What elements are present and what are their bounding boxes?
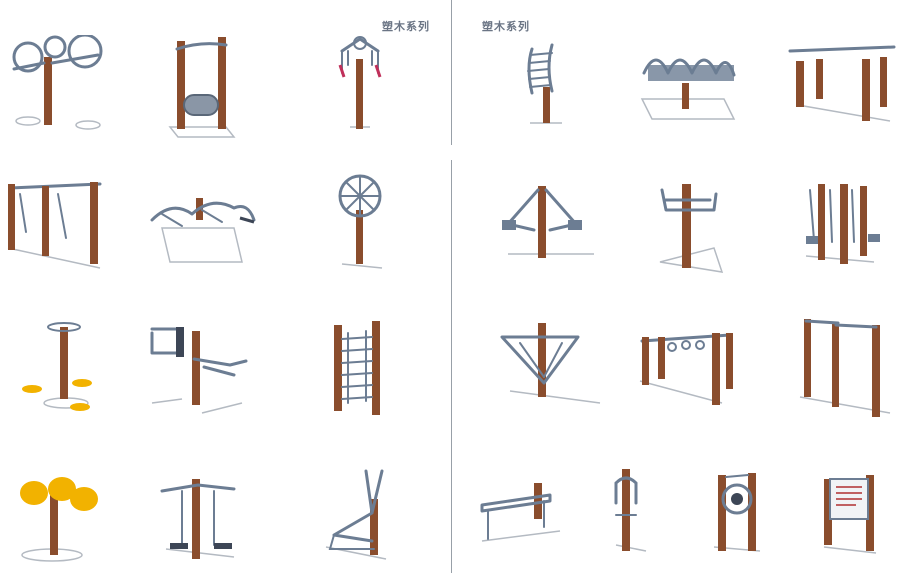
- rope-wheel-icon: [690, 443, 830, 573]
- catalog-divider: [451, 160, 452, 573]
- pendulum-leg-press-icon: [490, 170, 630, 300]
- elliptical-walker-icon: [290, 443, 430, 573]
- double-air-walker-icon: [0, 170, 140, 300]
- shoulder-pusher-icon: [630, 170, 770, 300]
- horizontal-ladder-icon: [770, 35, 900, 165]
- tai-chi-wheel-icon: [290, 170, 430, 300]
- waist-stand-icon: [142, 443, 282, 573]
- sit-up-board-icon: [470, 443, 610, 573]
- single-pole-pull-icon: [580, 443, 720, 573]
- series-label-right: 塑木系列: [482, 20, 530, 33]
- curved-back-stretcher-icon: [490, 35, 630, 165]
- triple-seated-press-icon: [770, 170, 900, 300]
- double-wheel-trainer-icon: [0, 35, 140, 165]
- roller-waist-massager-icon: [148, 35, 288, 165]
- sit-up-bench-icon: [630, 35, 770, 165]
- series-label-left: 塑木系列: [382, 20, 430, 33]
- wall-ladder-icon: [290, 303, 430, 433]
- multi-bench-icon: [142, 170, 282, 300]
- triangle-swing-icon: [490, 303, 630, 433]
- ring-ladder-icon: [630, 303, 770, 433]
- triple-seat-stool-icon: [0, 443, 140, 573]
- pull-down-trainer-icon: [290, 35, 430, 165]
- notice-board-icon: [800, 443, 900, 573]
- catalog-divider: [451, 0, 452, 145]
- horizontal-bar-icon: [770, 303, 900, 433]
- push-chair-icon: [142, 303, 282, 433]
- triple-twister-icon: [0, 303, 140, 433]
